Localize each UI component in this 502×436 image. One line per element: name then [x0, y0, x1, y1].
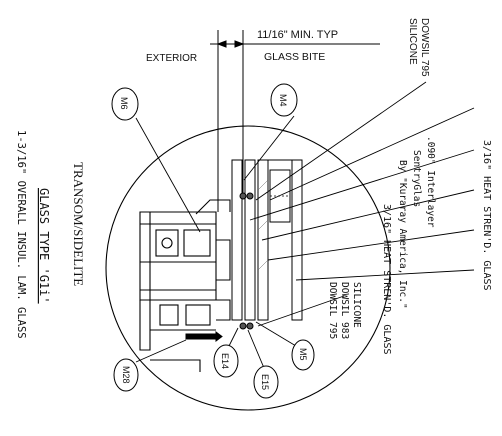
- exterior-label: EXTERIOR: [146, 53, 197, 64]
- silicone-beads: [239, 192, 254, 330]
- glass-outer-label: 3/16" HEAT STREN'D. GLASS: [481, 140, 492, 291]
- glass-type-title: GLASS TYPE 'G1i': [37, 188, 51, 304]
- leader-silicone-bottom: [257, 295, 345, 327]
- svg-text:M6: M6: [119, 97, 129, 110]
- callout-dowsil-983: DOWSIL 983: [339, 282, 350, 339]
- callout-silicone-top: SILICONE: [407, 18, 418, 65]
- svg-text:M5: M5: [298, 348, 308, 361]
- tag-m6: M6: [111, 87, 201, 233]
- glass-inner-label: 3/16" HEAT STREN'D. GLASS: [381, 204, 392, 355]
- section-title: TRANSOM/SIDELITE: [71, 162, 86, 286]
- tag-e15: E15: [247, 329, 279, 399]
- screw: [185, 331, 223, 342]
- tag-m5: M5: [255, 321, 315, 371]
- dimension-subtext: GLASS BITE: [264, 51, 325, 63]
- tag-m4: M4: [243, 83, 298, 181]
- frame-profile: [139, 199, 231, 372]
- svg-text:M4: M4: [278, 94, 288, 107]
- tag-m28: M28: [113, 339, 187, 392]
- callout-dowsil-795-top: DOWSIL 795: [419, 18, 430, 77]
- leader-silicone-top: [255, 81, 427, 201]
- tag-e14: E14: [213, 327, 239, 378]
- callout-dowsil-795-bottom: DOWSIL 795: [327, 282, 338, 339]
- glass-type-description: 1-3/16" OVERALL INSUL. LAM. GLASS: [15, 130, 27, 339]
- svg-text:E15: E15: [260, 374, 270, 390]
- dimension-text: 11/16" MIN. TYP: [257, 29, 338, 41]
- glass-interlayer-2: SentryGlas: [411, 150, 422, 207]
- detail-circle: [105, 125, 391, 411]
- dimension-glass-bite: [210, 30, 380, 212]
- glass-leaders: [249, 107, 475, 281]
- glass-spacer: [269, 169, 291, 223]
- glass-interlayer-1: .090" Interlayer: [425, 136, 436, 228]
- glass-interlayer-3: By "Kuraray America, Inc.": [397, 160, 408, 309]
- svg-text:M28: M28: [121, 366, 131, 384]
- glass-unit: [231, 159, 303, 321]
- callout-silicone-bottom: SILICONE: [351, 282, 362, 328]
- svg-text:E14: E14: [220, 353, 230, 369]
